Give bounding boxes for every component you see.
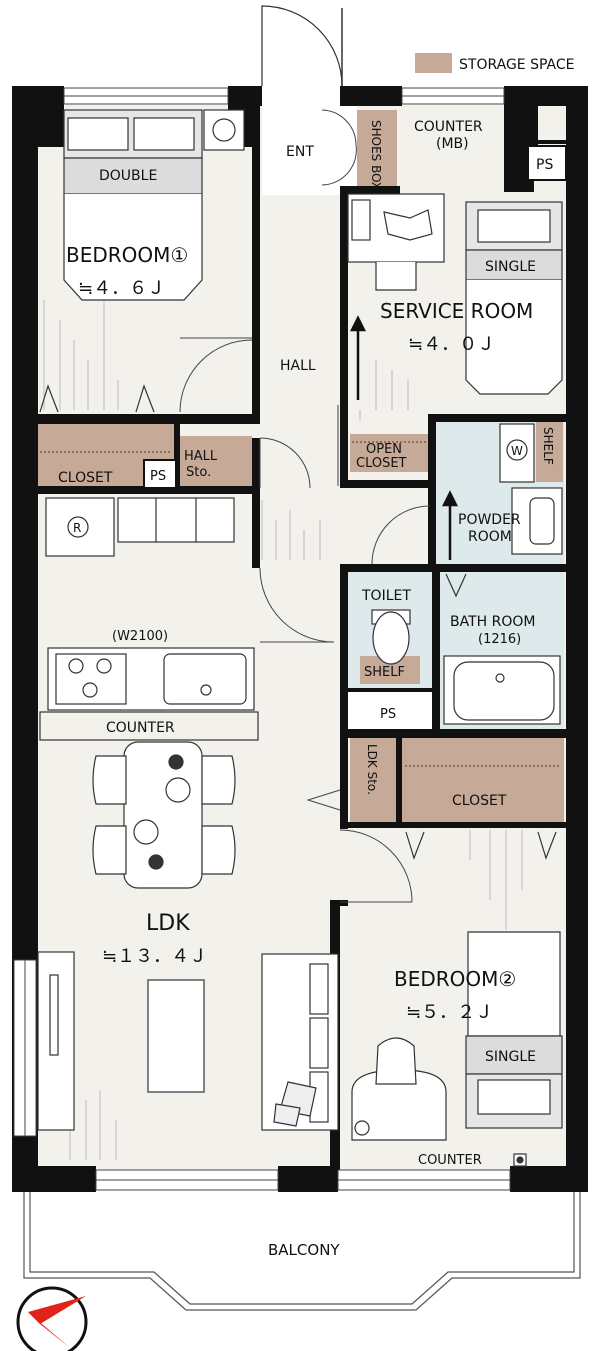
kitchen-width-label: (W2100) — [112, 629, 168, 644]
bath-room-sub: (1216) — [478, 632, 521, 647]
dining-table — [92, 741, 236, 889]
washbasin-icon — [511, 487, 563, 555]
balcony — [23, 1192, 581, 1311]
arrows — [349, 315, 459, 560]
doors — [179, 109, 431, 903]
storage-areas — [38, 110, 564, 822]
refrigerator-icon — [45, 497, 115, 557]
shoes-box-label: SHOES BOX — [369, 120, 383, 190]
service-room-label: SERVICE ROOM — [380, 299, 533, 323]
bedroom1-label: BEDROOM① — [66, 243, 188, 267]
legend-swatch — [415, 53, 452, 73]
tv-board — [37, 951, 75, 1131]
single-bed-2-label: SINGLE — [485, 1049, 536, 1065]
closet1-label: CLOSET — [58, 470, 113, 486]
ps-top-box — [527, 145, 567, 181]
kitchen-counter-unit — [39, 647, 259, 741]
washer-mark: W — [511, 444, 523, 458]
ps-closet-box — [143, 459, 177, 489]
single-bed-1 — [465, 201, 563, 395]
hall-storage-label: HALL — [184, 449, 218, 464]
balcony-label: BALCONY — [268, 1241, 340, 1259]
ps-top-label: PS — [536, 157, 553, 173]
ps-bath-label: PS — [380, 707, 396, 722]
bath-room-label: BATH ROOM — [450, 614, 535, 630]
sofa — [261, 953, 339, 1131]
service-room-size: ≒４．０Ｊ — [408, 334, 495, 355]
double-bed — [63, 109, 245, 301]
floor-counter-mb — [400, 105, 510, 155]
desk — [347, 193, 445, 291]
ldk-size: ≒１３．４Ｊ — [102, 946, 207, 967]
bath-door — [445, 573, 467, 598]
double-bed-label: DOUBLE — [99, 168, 157, 184]
closet-bedroom2 — [402, 738, 564, 822]
single-bed-1-label: SINGLE — [485, 259, 536, 275]
bedroom2-label: BEDROOM② — [394, 967, 516, 991]
low-table — [147, 979, 205, 1093]
single-bed-2 — [465, 931, 563, 1129]
toilet-icon — [371, 609, 411, 665]
armchair — [351, 1037, 447, 1141]
ldk-storage-label: LDK Sto. — [365, 744, 379, 795]
ldk-label: LDK — [146, 911, 190, 936]
washing-machine-icon — [499, 423, 535, 483]
legend: STORAGE SPACE — [415, 53, 574, 73]
toilet-label: TOILET — [361, 588, 411, 604]
legend-label: STORAGE SPACE — [459, 57, 574, 73]
shoes-box — [357, 110, 397, 188]
fridge-mark: R — [73, 521, 81, 535]
closet-doors-bedroom2 — [405, 831, 557, 860]
open-closet — [350, 434, 428, 472]
toilet-shelf-label: SHELF — [364, 665, 405, 680]
hall-storage-sub: Sto. — [186, 465, 211, 480]
compass-icon — [16, 1286, 88, 1351]
windows — [13, 87, 511, 1191]
ldk-storage — [350, 738, 396, 822]
open-closet-label: OPEN — [366, 442, 402, 457]
closet-doors-bedroom1 — [39, 384, 155, 413]
powder-room-sub: ROOM — [468, 529, 512, 545]
counter-mb-label: COUNTER — [414, 119, 483, 135]
hall-label: HALL — [280, 358, 316, 374]
counter-bottom-unit — [513, 1153, 527, 1167]
bathtub-icon — [443, 655, 561, 725]
floor-entrance — [262, 105, 357, 195]
counter-mb-sub: (MB) — [436, 136, 469, 152]
ps-closet-label: PS — [150, 469, 166, 484]
shelf-powder-label: SHELF — [541, 427, 555, 465]
bedroom2-size: ≒５．２Ｊ — [406, 1002, 493, 1023]
closet2-label: CLOSET — [452, 793, 507, 809]
powder-room-label: POWDER — [458, 512, 521, 528]
kitchen-cabinets — [117, 497, 235, 543]
hall-storage — [180, 436, 252, 488]
floor-ps-bath — [348, 692, 432, 729]
entrance-label: ENT — [286, 144, 314, 160]
shelf-powder-room — [536, 422, 563, 482]
entrance-door[interactable] — [261, 5, 343, 87]
counter-bottom-label: COUNTER — [418, 1153, 482, 1168]
kitchen-counter-label: COUNTER — [106, 720, 175, 736]
open-closet-sub: CLOSET — [356, 456, 407, 471]
bedroom1-size: ≒４．６Ｊ — [78, 278, 165, 299]
walls — [12, 86, 588, 1192]
